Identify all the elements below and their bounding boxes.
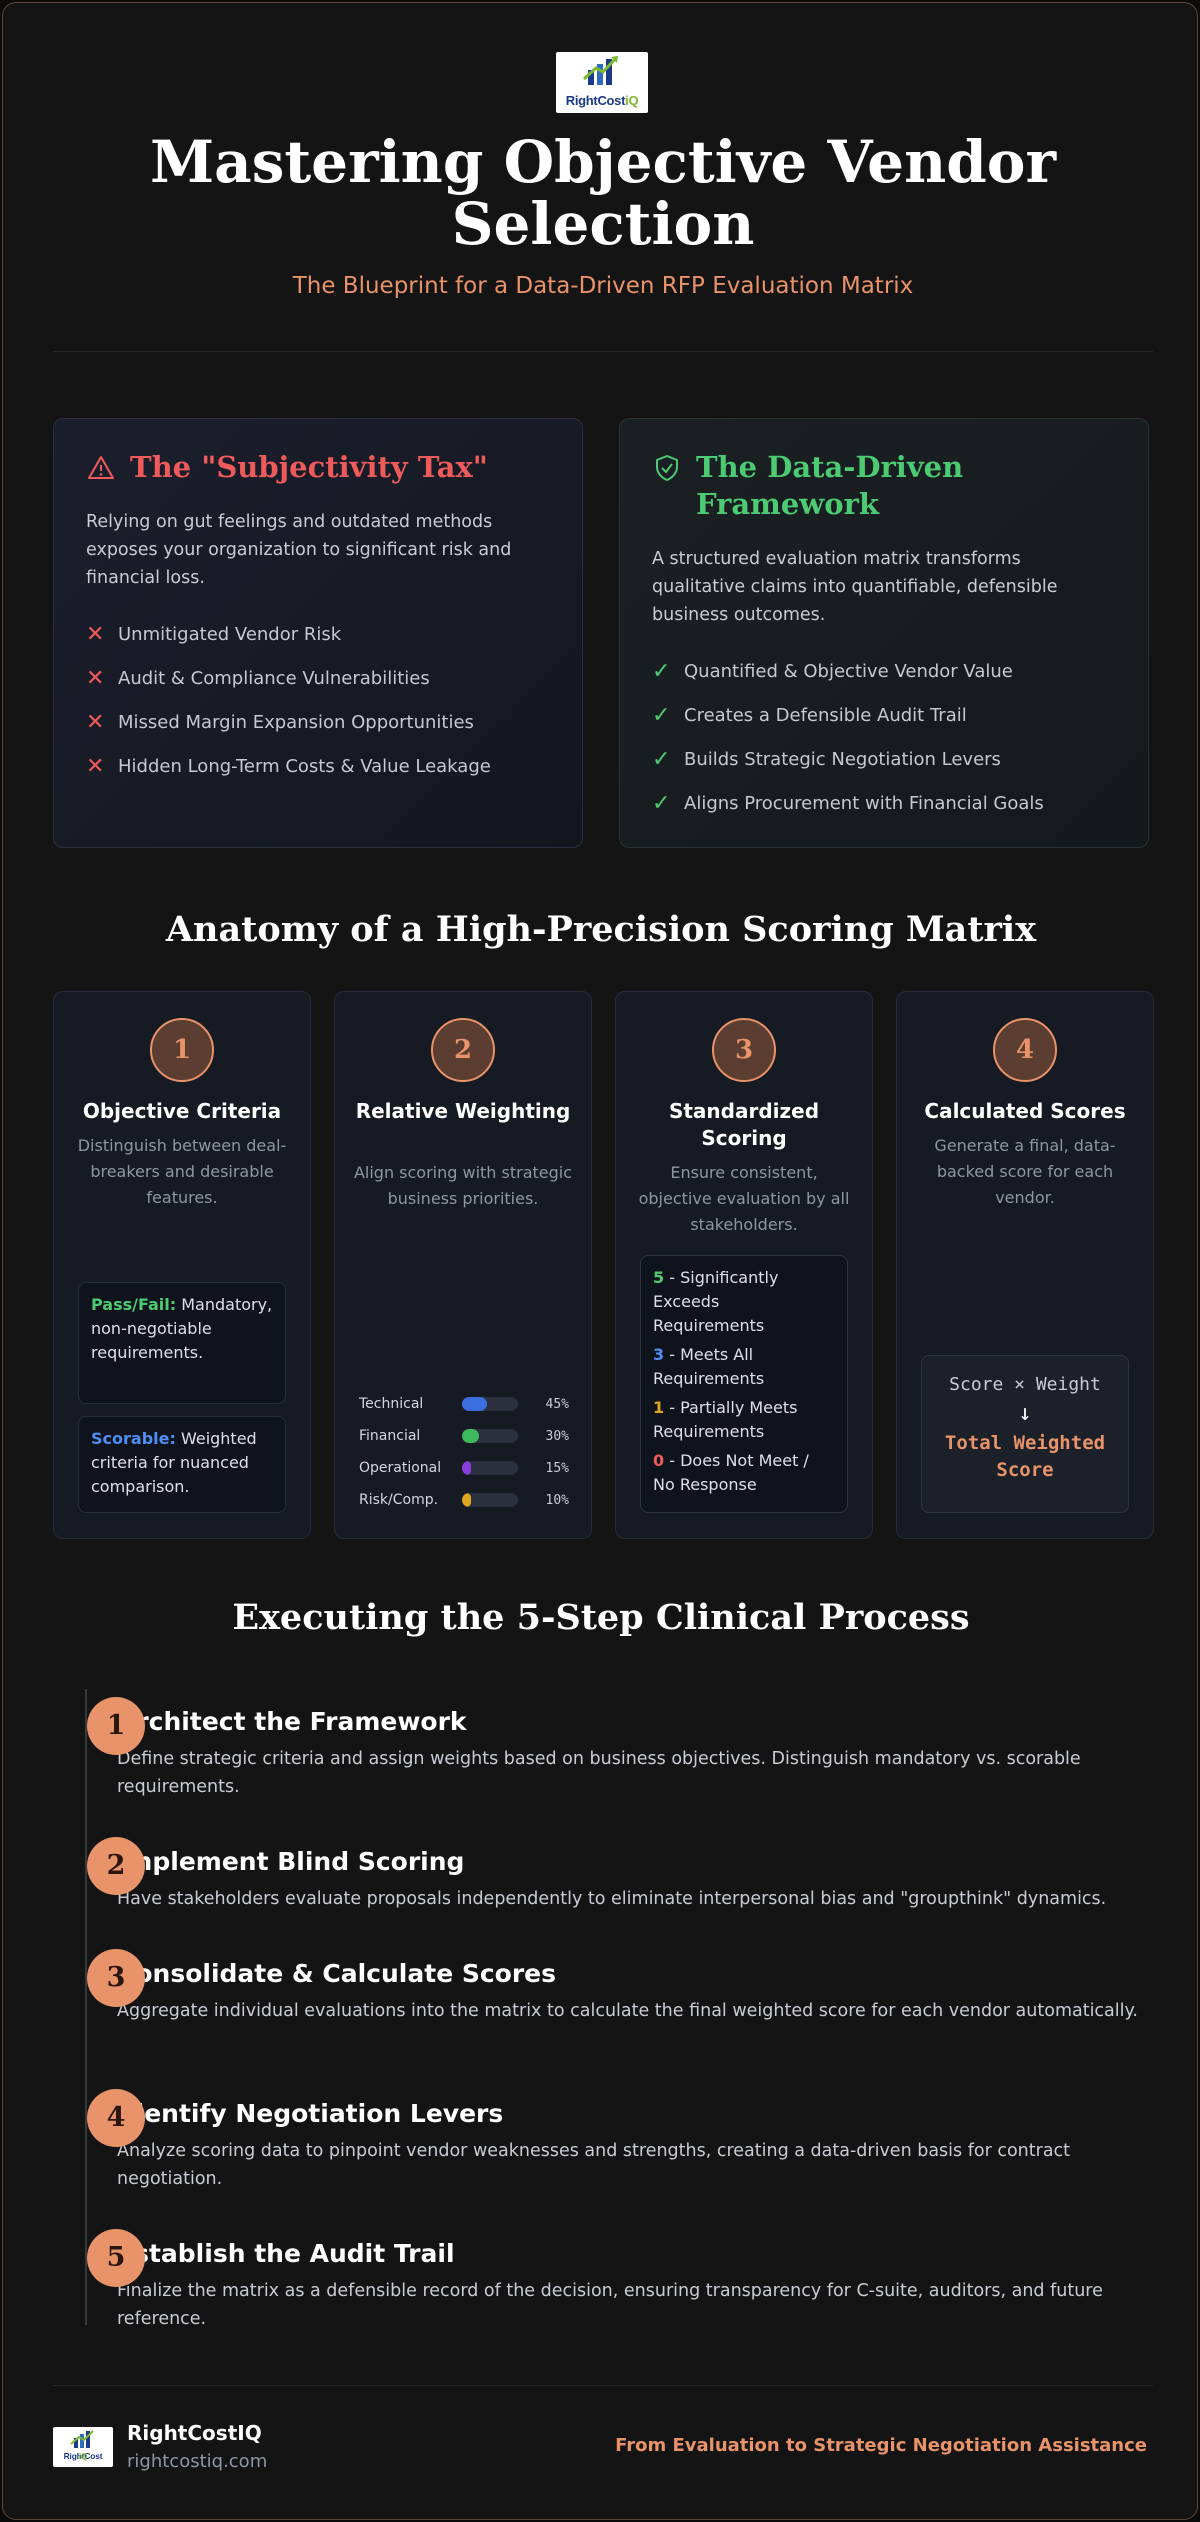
step-number-badge: 3 [712, 1018, 776, 1082]
check-mark-icon: ✓ [652, 746, 671, 772]
card-description: Distinguish between deal-breakers and de… [77, 1136, 287, 1207]
weight-bar [462, 1397, 488, 1411]
step-number-badge: 1 [87, 1697, 145, 1755]
list-item: ✕Unmitigated Vendor Risk [86, 621, 342, 647]
anatomy-card-standardized-scoring: 3 Standardized Scoring Ensure consistent… [615, 991, 873, 1539]
list-item: ✕Missed Margin Expansion Opportunities [86, 709, 474, 735]
step-title: Identify Negotiation Levers [117, 2099, 504, 2128]
page-subtitle: The Blueprint for a Data-Driven RFP Eval… [292, 273, 914, 299]
step-number-badge: 2 [431, 1018, 495, 1082]
scale-item: 5 - Significantly Exceeds Requirements [653, 1268, 779, 1335]
weight-bar [462, 1461, 471, 1475]
list-item: ✓Builds Strategic Negotiation Levers [652, 746, 1001, 772]
step-title: Architect the Framework [117, 1707, 467, 1736]
card-title: Calculated Scores [924, 1099, 1126, 1123]
card-title: The Data-Driven Framework [696, 450, 964, 521]
weight-row-technical: Technical 45% [359, 1396, 569, 1412]
formula-result: Total Weighted Score [944, 1432, 1106, 1481]
shield-check-icon [656, 455, 678, 481]
card-description: A structured evaluation matrix transform… [652, 549, 1058, 625]
card-title: Relative Weighting [355, 1099, 571, 1123]
list-item: ✓Quantified & Objective Vendor Value [652, 658, 1013, 684]
weight-row-operational: Operational 15% [359, 1460, 569, 1476]
bar-chart-logo-icon [70, 2430, 94, 2448]
step-description: Analyze scoring data to pinpoint vendor … [117, 2141, 1071, 2189]
timeline-line [85, 1689, 87, 2325]
benefit-list: ✓Quantified & Objective Vendor Value ✓Cr… [652, 649, 1116, 825]
scorable-box: Scorable: Weighted criteria for nuanced … [78, 1416, 286, 1513]
step-number-badge: 4 [87, 2089, 145, 2147]
page-title: Mastering Objective Vendor Selection [149, 128, 1057, 258]
weight-bar [462, 1429, 479, 1443]
subjectivity-tax-card: The "Subjectivity Tax" Relying on gut fe… [53, 418, 583, 848]
x-mark-icon: ✕ [86, 753, 105, 779]
step-title: Establish the Audit Trail [117, 2239, 455, 2268]
weight-row-financial: Financial 30% [359, 1428, 569, 1444]
scale-item: 3 - Meets All Requirements [653, 1345, 765, 1388]
card-title: The "Subjectivity Tax" [130, 450, 488, 484]
card-description: Ensure consistent, objective evaluation … [638, 1163, 850, 1234]
step-number-badge: 5 [87, 2229, 145, 2287]
anatomy-card-calculated-scores: 4 Calculated Scores Generate a final, da… [896, 991, 1154, 1539]
anatomy-card-relative-weighting: 2 Relative Weighting Align scoring with … [334, 991, 592, 1539]
logo-wordmark: RightCostiQ [565, 93, 639, 108]
bar-chart-logo-icon [582, 56, 618, 85]
check-mark-icon: ✓ [652, 658, 671, 684]
step-number-badge: 3 [87, 1949, 145, 2007]
check-mark-icon: ✓ [652, 790, 671, 816]
scale-item: 1 - Partially Meets Requirements [653, 1398, 798, 1441]
card-description: Align scoring with strategic business pr… [353, 1163, 573, 1208]
formula-text: Score × Weight [949, 1374, 1101, 1395]
arrow-down-icon: ↓ [1018, 1401, 1032, 1426]
formula-box: Score × Weight ↓ Total Weighted Score [921, 1355, 1129, 1513]
list-item: ✓Aligns Procurement with Financial Goals [652, 790, 1044, 816]
risk-list: ✕Unmitigated Vendor Risk ✕Audit & Compli… [86, 612, 550, 788]
scale-item: 0 - Does Not Meet / No Response [653, 1451, 809, 1494]
divider [53, 2385, 1153, 2386]
card-title: Standardized Scoring [668, 1099, 820, 1150]
step-description: Aggregate individual evaluations into th… [117, 2001, 1138, 2021]
list-item: ✕Audit & Compliance Vulnerabilities [86, 665, 430, 691]
weight-bar [462, 1493, 471, 1507]
weight-row-risk-compliance: Risk/Comp. 10% [359, 1492, 569, 1508]
footer-brand-name: RightCostIQ [127, 2421, 262, 2445]
step-description: Define strategic criteria and assign wei… [117, 1749, 1081, 1797]
step-title: Consolidate & Calculate Scores [117, 1959, 557, 1988]
step-description: Have stakeholders evaluate proposals ind… [117, 1889, 1107, 1909]
x-mark-icon: ✕ [86, 621, 105, 647]
data-driven-framework-card: The Data-Driven Framework A structured e… [619, 418, 1149, 848]
anatomy-section-title: Anatomy of a High-Precision Scoring Matr… [165, 909, 1037, 950]
pass-fail-box: Pass/Fail: Mandatory, non-negotiable req… [78, 1282, 286, 1404]
list-item: ✓Creates a Defensible Audit Trail [652, 702, 967, 728]
divider [53, 351, 1153, 352]
card-title: Objective Criteria [82, 1099, 282, 1123]
step-title: Implement Blind Scoring [117, 1847, 465, 1876]
check-mark-icon: ✓ [652, 702, 671, 728]
step-number-badge: 4 [993, 1018, 1057, 1082]
footer-tagline: From Evaluation to Strategic Negotiation… [615, 2435, 1147, 2456]
step-description: Finalize the matrix as a defensible reco… [117, 2281, 1103, 2329]
anatomy-card-objective-criteria: 1 Objective Criteria Distinguish between… [53, 991, 311, 1539]
x-mark-icon: ✕ [86, 665, 105, 691]
brand-logo: RightCostiQ [556, 52, 648, 113]
process-section-title: Executing the 5-Step Clinical Process [232, 1597, 970, 1638]
card-description: Generate a final, data-backed score for … [934, 1136, 1116, 1207]
warning-icon [88, 456, 114, 479]
x-mark-icon: ✕ [86, 709, 105, 735]
footer-url[interactable]: rightcostiq.com [127, 2451, 268, 2472]
card-description: Relying on gut feelings and outdated met… [86, 512, 512, 588]
step-number-badge: 1 [150, 1018, 214, 1082]
scoring-scale-box: 5 - Significantly Exceeds Requirements 3… [640, 1255, 848, 1513]
step-number-badge: 2 [87, 1837, 145, 1895]
list-item: ✕Hidden Long-Term Costs & Value Leakage [86, 753, 491, 779]
